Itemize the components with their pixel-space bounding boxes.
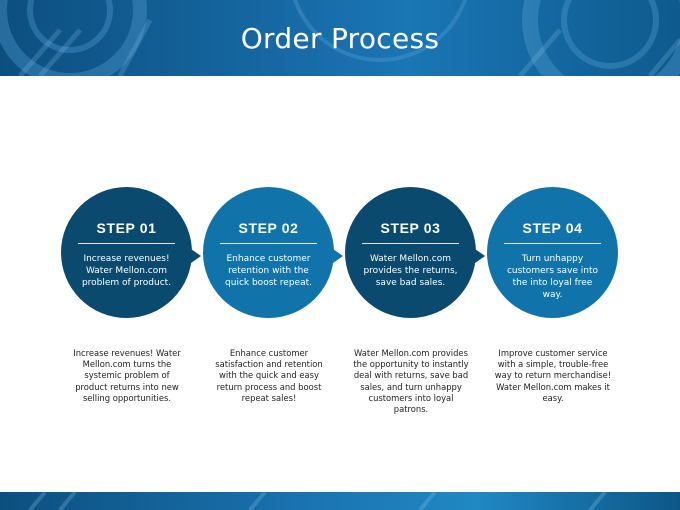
step-label: STEP 02 <box>238 220 299 236</box>
step-summary: Increase revenues! Water Mellon.com prob… <box>81 254 172 288</box>
divider <box>78 243 175 244</box>
page-title: Order Process <box>240 22 440 55</box>
arrow-pointer-icon <box>475 249 485 263</box>
step-circle-2: STEP 02 Enhance customer retention with … <box>203 187 343 318</box>
divider <box>220 243 317 244</box>
divider <box>362 243 459 244</box>
step-circle-4: STEP 04 Turn unhappy customers save into… <box>487 187 618 318</box>
arrow-pointer-icon <box>191 249 201 263</box>
step-label: STEP 03 <box>380 220 441 236</box>
step-description-1: Increase revenues! Water Mellon.com turn… <box>73 348 181 403</box>
banner-texture <box>0 0 680 76</box>
step-description-4: Improve customer service with a simple, … <box>494 348 612 403</box>
step-label: STEP 01 <box>96 220 157 236</box>
step-label: STEP 04 <box>522 220 583 236</box>
step-circle-3: STEP 03 Water Mellon.com provides the re… <box>345 187 485 318</box>
step-summary: Enhance customer retention with the quic… <box>225 254 312 288</box>
step-description-2: Enhance customer satisfaction and retent… <box>215 348 323 403</box>
footer-texture <box>28 492 607 510</box>
step-circle-1: STEP 01 Increase revenues! Water Mellon.… <box>61 187 201 318</box>
step-description-3: Water Mellon.com provides the opportunit… <box>353 348 469 415</box>
footer-banner <box>0 492 680 510</box>
header-banner: Order Process <box>0 0 680 76</box>
step-summary: Water Mellon.com provides the returns, s… <box>363 254 458 288</box>
arrow-pointer-icon <box>333 249 343 263</box>
divider <box>504 243 601 244</box>
step-summary: Turn unhappy customers save into the int… <box>506 254 599 300</box>
